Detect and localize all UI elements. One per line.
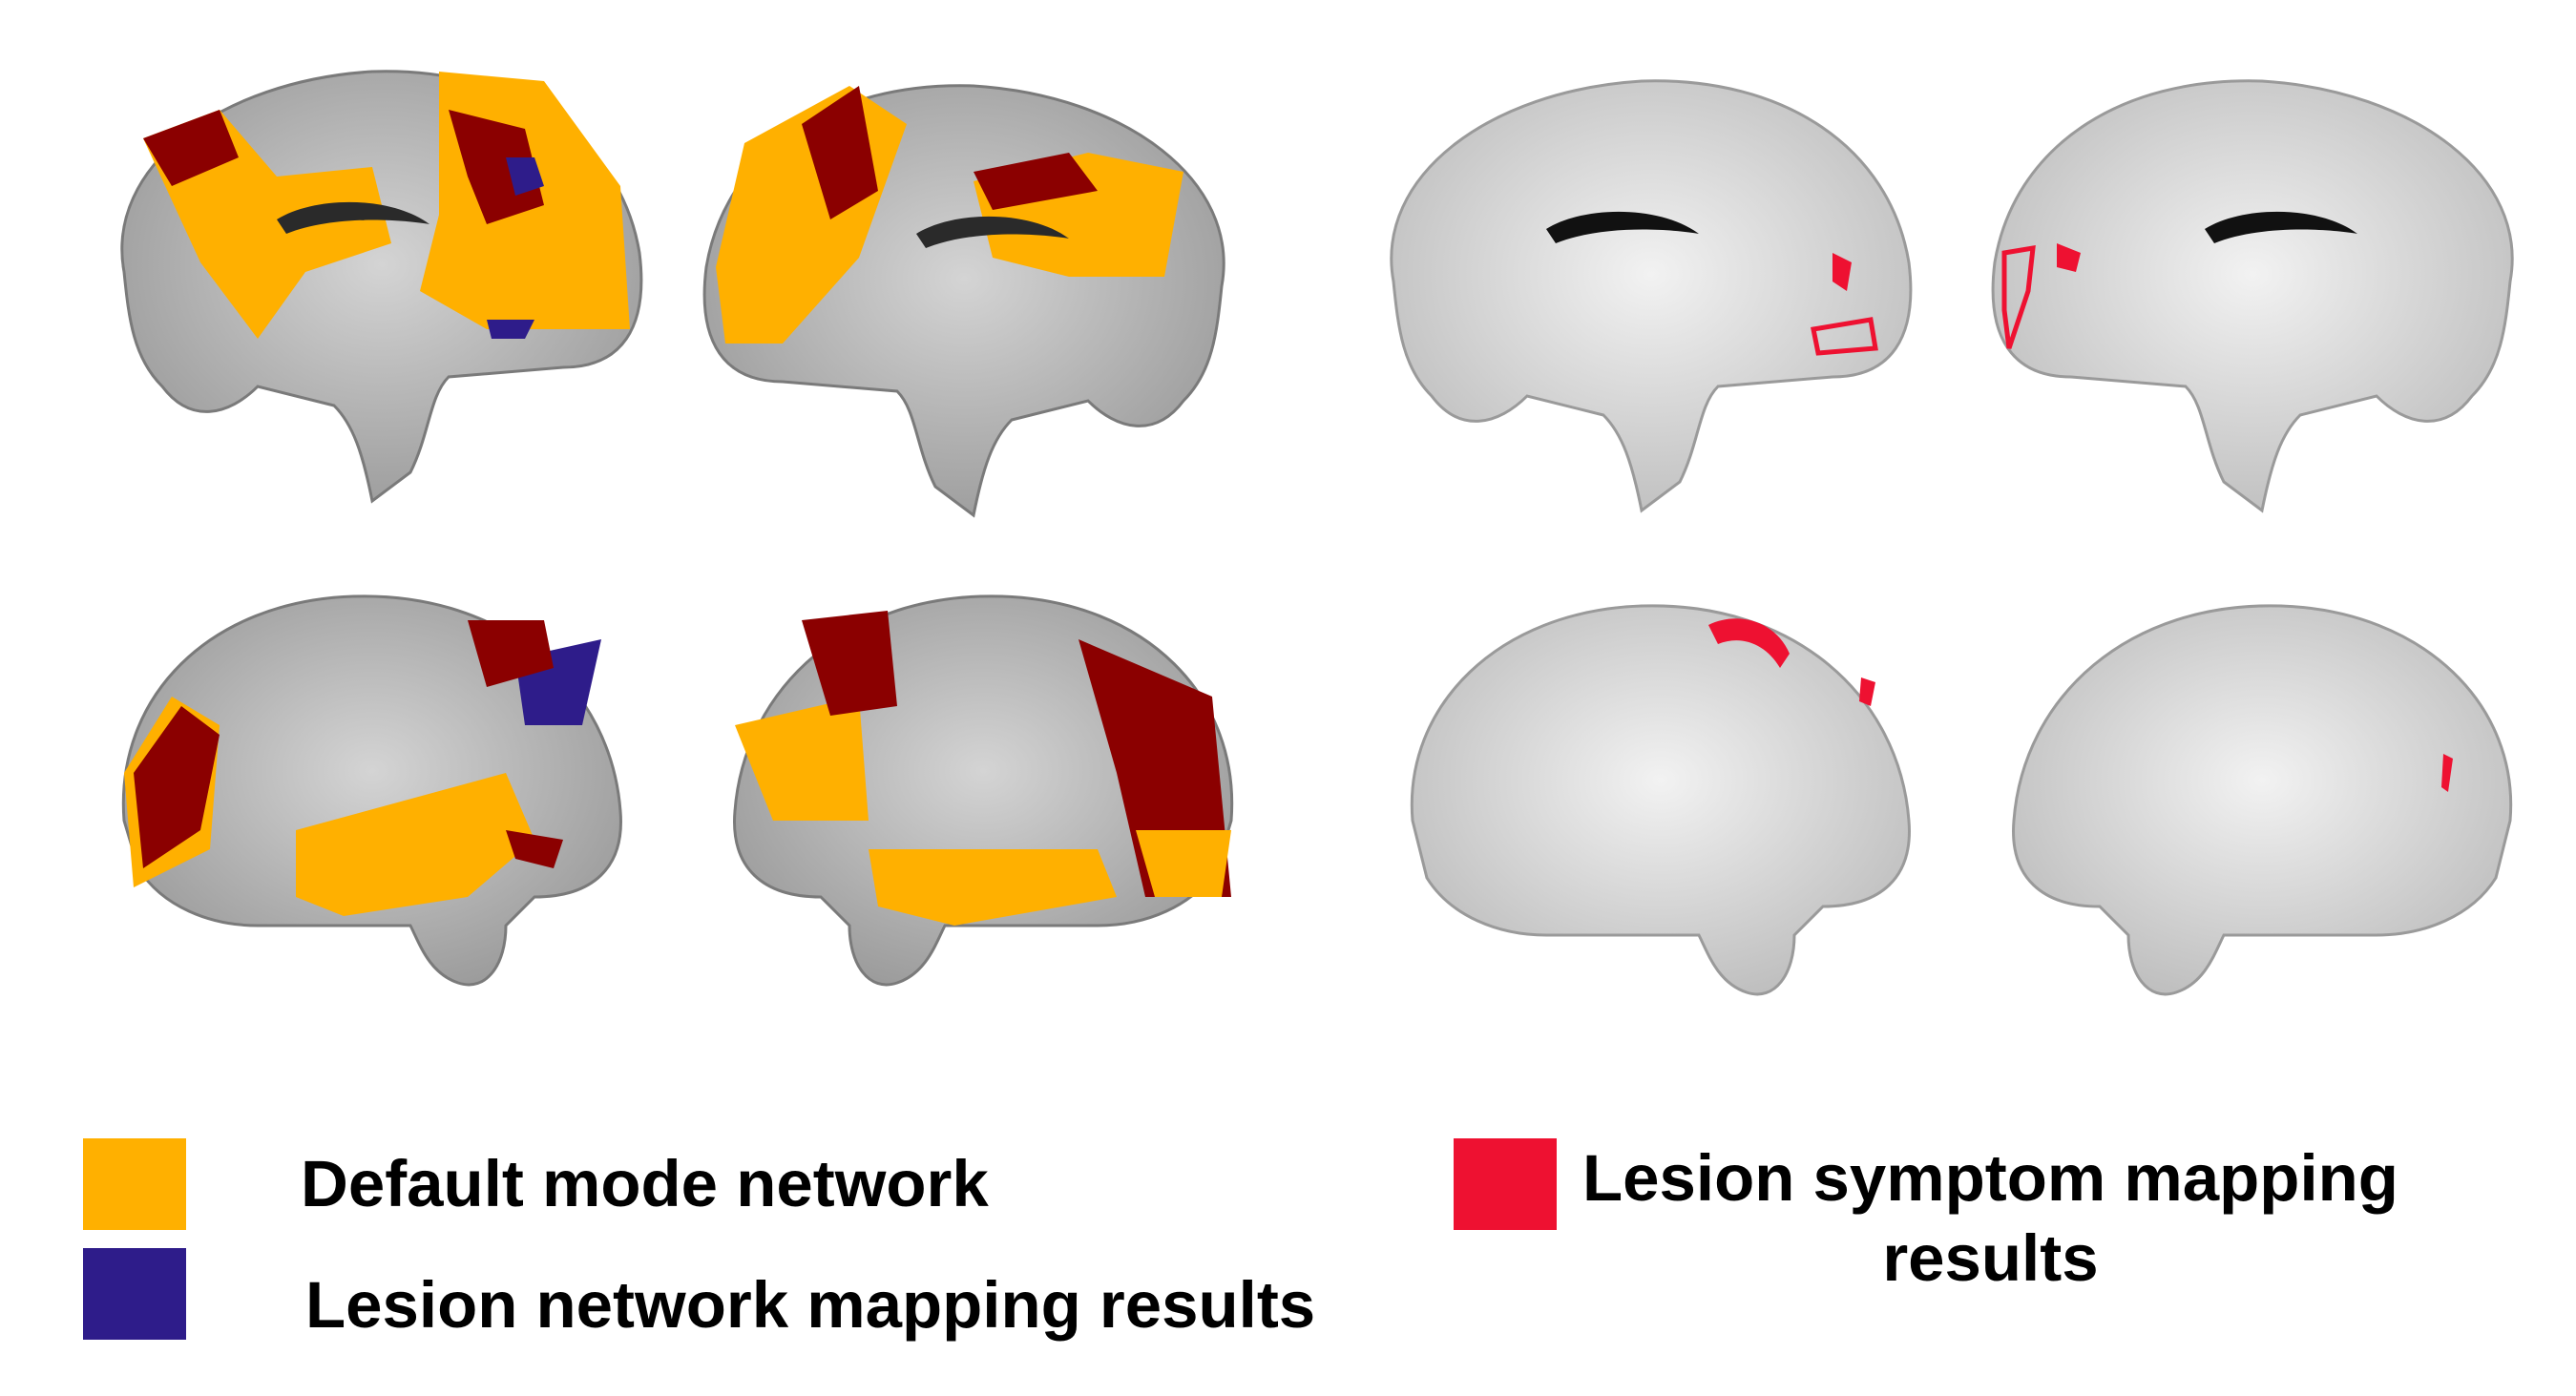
- lesion-symptom-mapping-label: Lesion symptom mapping results: [1582, 1138, 2398, 1299]
- legend-default-mode-network: Default mode network: [83, 1138, 989, 1230]
- lesion-symptom-mapping-label-line2: results: [1882, 1221, 2099, 1296]
- legend-lesion-network-mapping: Lesion network mapping results: [83, 1248, 1315, 1345]
- lsm-lateral-left-brain: [1393, 592, 1928, 1011]
- lnm-lateral-left-brain: [105, 582, 639, 1021]
- lsm-lateral-right-brain: [1995, 592, 2529, 1011]
- lesion-symptom-mapping-swatch: [1454, 1138, 1557, 1230]
- lesion-symptom-mapping-label-line1: Lesion symptom mapping: [1582, 1141, 2398, 1215]
- lesion-network-mapping-label: Lesion network mapping results: [305, 1268, 1316, 1342]
- lnm-medial-right-brain: [687, 67, 1260, 525]
- lnm-lateral-right-brain: [716, 582, 1250, 1021]
- legend-lesion-symptom-mapping: Lesion symptom mapping results: [1454, 1138, 2398, 1299]
- default-mode-network-label: Default mode network: [301, 1147, 989, 1220]
- lsm-medial-left-brain: [1355, 62, 1928, 520]
- lesion-network-mapping-swatch: [83, 1248, 186, 1340]
- default-mode-network-swatch: [83, 1138, 186, 1230]
- lsm-medial-right-brain: [1976, 62, 2548, 520]
- lnm-medial-left-brain: [86, 52, 659, 510]
